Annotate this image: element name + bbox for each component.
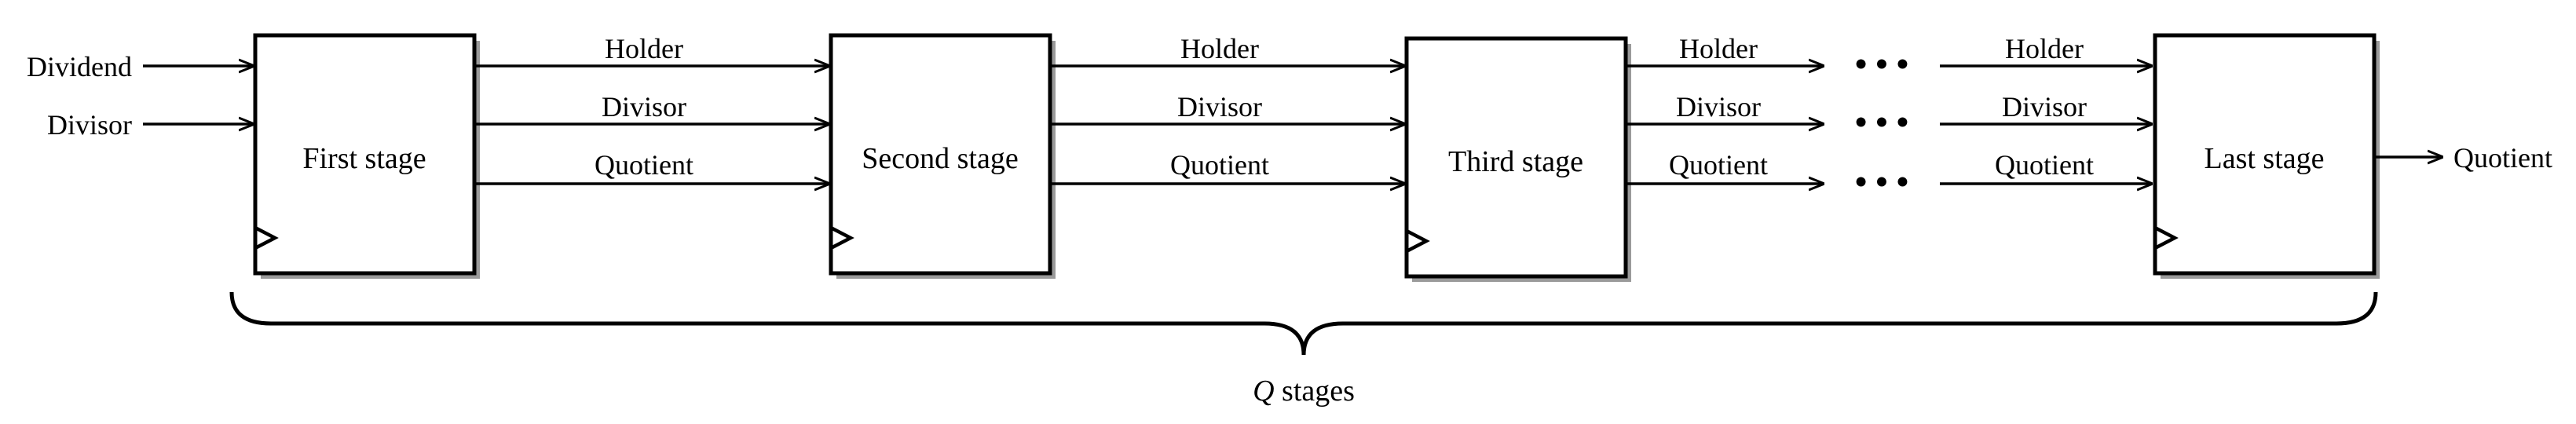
signal-label-divisor: Divisor [1676, 91, 1761, 122]
input-label-dividend: Dividend [27, 51, 132, 82]
stage-box [253, 33, 477, 276]
stage-block-last: Last stage [2153, 33, 2380, 279]
signal-label-divisor: Divisor [602, 91, 686, 122]
stage-block-first: First stage [253, 33, 480, 279]
stage-box [829, 33, 1052, 276]
ellipsis-group: • • • • • • • • • [1855, 45, 1908, 201]
clock-input-icon [829, 226, 854, 250]
ellipsis: • • • [1855, 163, 1908, 201]
brace-label: Q stages [1253, 375, 1355, 408]
stage-count-variable: Q [1253, 375, 1274, 408]
clock-input-icon [254, 226, 279, 250]
stage-count-suffix: stages [1275, 375, 1355, 408]
signal-label-holder: Holder [1679, 33, 1758, 64]
signal-label-quotient: Quotient [1995, 149, 2094, 181]
bus-stage3-to-ellipsis: Holder Divisor Quotient [1626, 33, 1824, 184]
stage-box [1404, 36, 1628, 279]
bus-stage2-to-stage3: Holder Divisor Quotient [1050, 33, 1405, 184]
signal-label-holder: Holder [1180, 33, 1259, 64]
signal-label-quotient: Quotient [1170, 149, 1269, 181]
stage-label: Second stage [862, 142, 1018, 175]
signal-label-holder: Holder [605, 33, 683, 64]
signal-label-divisor: Divisor [2002, 91, 2087, 122]
signal-label-divisor: Divisor [1177, 91, 1262, 122]
bus-stage1-to-stage2: Holder Divisor Quotient [474, 33, 829, 184]
stage-label: Last stage [2204, 142, 2324, 175]
stage-label: Third stage [1448, 145, 1583, 178]
clock-input-icon [2153, 226, 2179, 250]
input-label-divisor: Divisor [47, 109, 132, 141]
bus-ellipsis-to-last: Holder Divisor Quotient [1940, 33, 2152, 184]
stage-block-third: Third stage [1404, 36, 1631, 282]
stages-brace [229, 291, 2378, 356]
ellipsis: • • • [1855, 103, 1908, 141]
ellipsis: • • • [1855, 45, 1908, 83]
signal-label-quotient: Quotient [1669, 149, 1768, 181]
stage-box [2153, 33, 2377, 276]
signal-label-quotient: Quotient [595, 149, 693, 181]
output-label-quotient: Quotient [2453, 142, 2552, 174]
clock-input-icon [1405, 229, 1430, 253]
signal-label-holder: Holder [2005, 33, 2084, 64]
stage-label: First stage [302, 142, 426, 175]
stage-block-second: Second stage [829, 33, 1056, 279]
